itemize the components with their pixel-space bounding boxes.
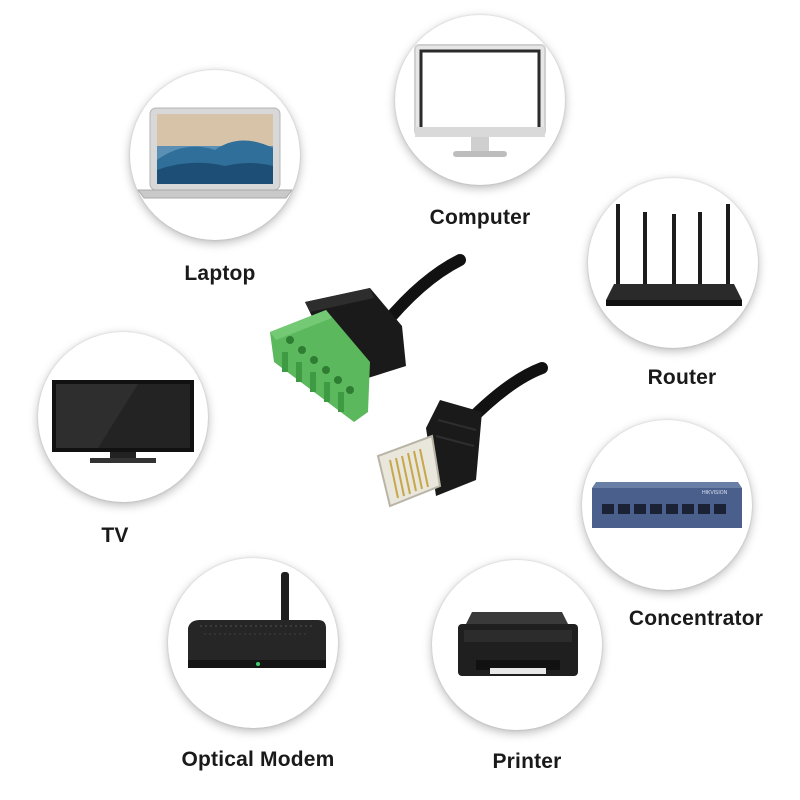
device-label: Computer (429, 206, 531, 229)
rj45-terminal-adapter-image (270, 254, 548, 508)
computer-circle (395, 15, 565, 185)
switch-brand-text: HIKVISION (702, 490, 728, 496)
laptop-circle (130, 70, 300, 240)
green-terminal-block (270, 310, 370, 422)
adapter-housing (305, 288, 406, 378)
optical-modem-circle (168, 558, 338, 728)
tv-icon (52, 380, 194, 463)
device-label: Laptop (184, 262, 256, 285)
device-label: Router (647, 366, 717, 389)
printer-circle (432, 560, 602, 730)
device-label: Optical Modem (181, 748, 335, 771)
tv-circle (38, 332, 208, 502)
printer-icon (458, 612, 578, 676)
device-label: Concentrator (628, 607, 764, 630)
network-switch-icon: HIKVISION (592, 482, 742, 528)
router-icon (606, 204, 742, 306)
router-circle (588, 178, 758, 348)
monitor-icon (414, 44, 546, 157)
rj45-boot (426, 400, 482, 496)
laptop-icon (137, 107, 293, 199)
device-label: TV (101, 524, 129, 547)
optical-modem-icon (188, 572, 326, 668)
rj45-plug (376, 434, 442, 508)
device-label: Printer (492, 750, 562, 773)
concentrator-circle: HIKVISION (582, 420, 752, 590)
